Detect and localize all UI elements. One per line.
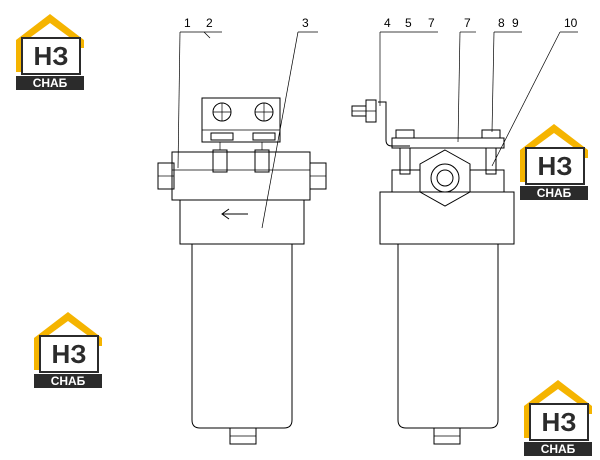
svg-text:СНАБ: СНАБ (541, 442, 576, 456)
callout-8: 8 (498, 16, 505, 30)
callout-10: 10 (564, 16, 578, 30)
callout-7b: 7 (464, 16, 471, 30)
filter-housing-head (179, 199, 305, 245)
port-hex-nut (419, 149, 471, 207)
svg-text:СНАБ: СНАБ (51, 374, 86, 388)
svg-text:НЗ: НЗ (541, 407, 576, 437)
watermark-logo: НЗ СНАБ (16, 14, 84, 90)
svg-text:НЗ: НЗ (51, 339, 86, 369)
callout-4: 4 (384, 16, 391, 30)
callout-9: 9 (512, 16, 519, 30)
callout-2: 2 (206, 16, 213, 30)
filter-canister-side (397, 244, 499, 429)
mounting-bracket (201, 97, 281, 143)
filter-housing-head-side (379, 191, 515, 245)
callout-labels: 1 2 3 4 5 7 7 8 9 10 (184, 16, 578, 30)
filter-canister (191, 244, 293, 429)
leader-lines (177, 31, 578, 229)
callout-7a: 7 (428, 16, 435, 30)
callout-5: 5 (405, 16, 412, 30)
svg-text:НЗ: НЗ (33, 41, 68, 71)
svg-text:СНАБ: СНАБ (33, 76, 68, 90)
angle-bracket (378, 101, 410, 147)
right-view-filter (351, 99, 515, 445)
filter-head (171, 151, 311, 201)
watermark-logo: НЗ СНАБ (520, 124, 588, 200)
left-view-filter (157, 97, 327, 445)
watermark-logo: НЗ СНАБ (34, 312, 102, 388)
watermark-logo: НЗ СНАБ (524, 380, 592, 456)
callout-3: 3 (302, 16, 309, 30)
svg-text:НЗ: НЗ (537, 151, 572, 181)
svg-text:СНАБ: СНАБ (537, 186, 572, 200)
callout-1: 1 (184, 16, 191, 30)
